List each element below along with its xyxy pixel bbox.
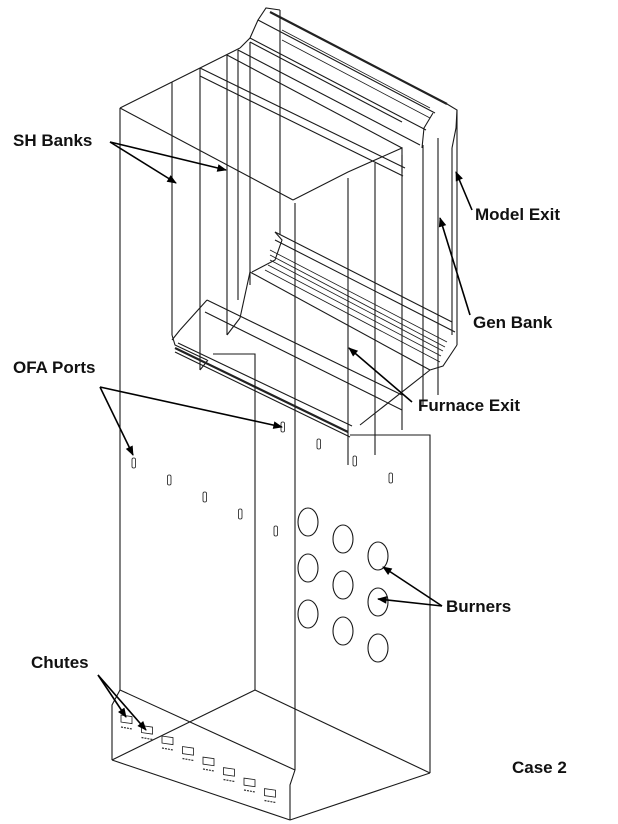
chute-grate: [223, 778, 235, 783]
burners: [297, 507, 389, 663]
chute-grate: [182, 757, 194, 762]
arrow-ofa-ports-1: [99, 386, 134, 456]
label-model-exit: Model Exit: [475, 205, 561, 224]
chute: [182, 746, 194, 756]
burner: [332, 570, 354, 600]
burner: [332, 616, 354, 646]
ofa-port: [316, 438, 321, 450]
ofa-port: [202, 491, 207, 503]
burner: [297, 553, 319, 583]
chute: [243, 777, 256, 788]
ofa-port: [388, 472, 393, 484]
arrow-burners-2: [377, 596, 443, 607]
label-chutes: Chutes: [31, 653, 89, 672]
label-ofa-ports: OFA Ports: [13, 358, 96, 377]
arrow-chutes-1: [97, 674, 127, 718]
ofa-port: [273, 525, 278, 537]
burner: [367, 541, 389, 571]
lower-furnace: [111, 430, 431, 821]
case-label: Case 2: [512, 758, 567, 777]
ofa-port: [352, 455, 357, 467]
upper-convective-section: [119, 7, 458, 690]
arrow-gen-bank: [438, 217, 471, 316]
ofa-port: [167, 474, 172, 486]
label-gen-bank: Gen Bank: [473, 313, 553, 332]
arrow-sh-banks-2: [109, 141, 227, 172]
chute: [161, 735, 174, 746]
chute-grate: [141, 736, 153, 741]
chute-grate: [202, 768, 215, 772]
burner: [332, 524, 354, 554]
chute: [202, 756, 215, 767]
ofa-port: [131, 457, 136, 469]
arrow-chutes-2: [97, 674, 147, 731]
burner: [297, 599, 319, 629]
chute: [264, 788, 276, 798]
burner: [367, 587, 389, 617]
label-sh-banks: SH Banks: [13, 131, 93, 150]
arrow-burners-1: [382, 566, 443, 607]
arrow-model-exit: [455, 171, 473, 211]
callout-arrows: [97, 141, 473, 731]
arrow-furnace-exit: [348, 347, 413, 403]
chute-grate: [243, 789, 256, 793]
ofa-port: [238, 508, 243, 520]
chute: [223, 767, 235, 777]
ofa-ports: [131, 421, 393, 537]
chute-grate: [120, 726, 133, 730]
burner: [297, 507, 319, 537]
chute-grate: [264, 799, 276, 804]
label-burners: Burners: [446, 597, 512, 616]
arrow-sh-banks-1: [109, 141, 177, 184]
chute-grate: [161, 747, 174, 751]
label-furnace-exit: Furnace Exit: [418, 396, 521, 415]
arrow-ofa-ports-2: [99, 386, 283, 429]
burner: [367, 633, 389, 663]
